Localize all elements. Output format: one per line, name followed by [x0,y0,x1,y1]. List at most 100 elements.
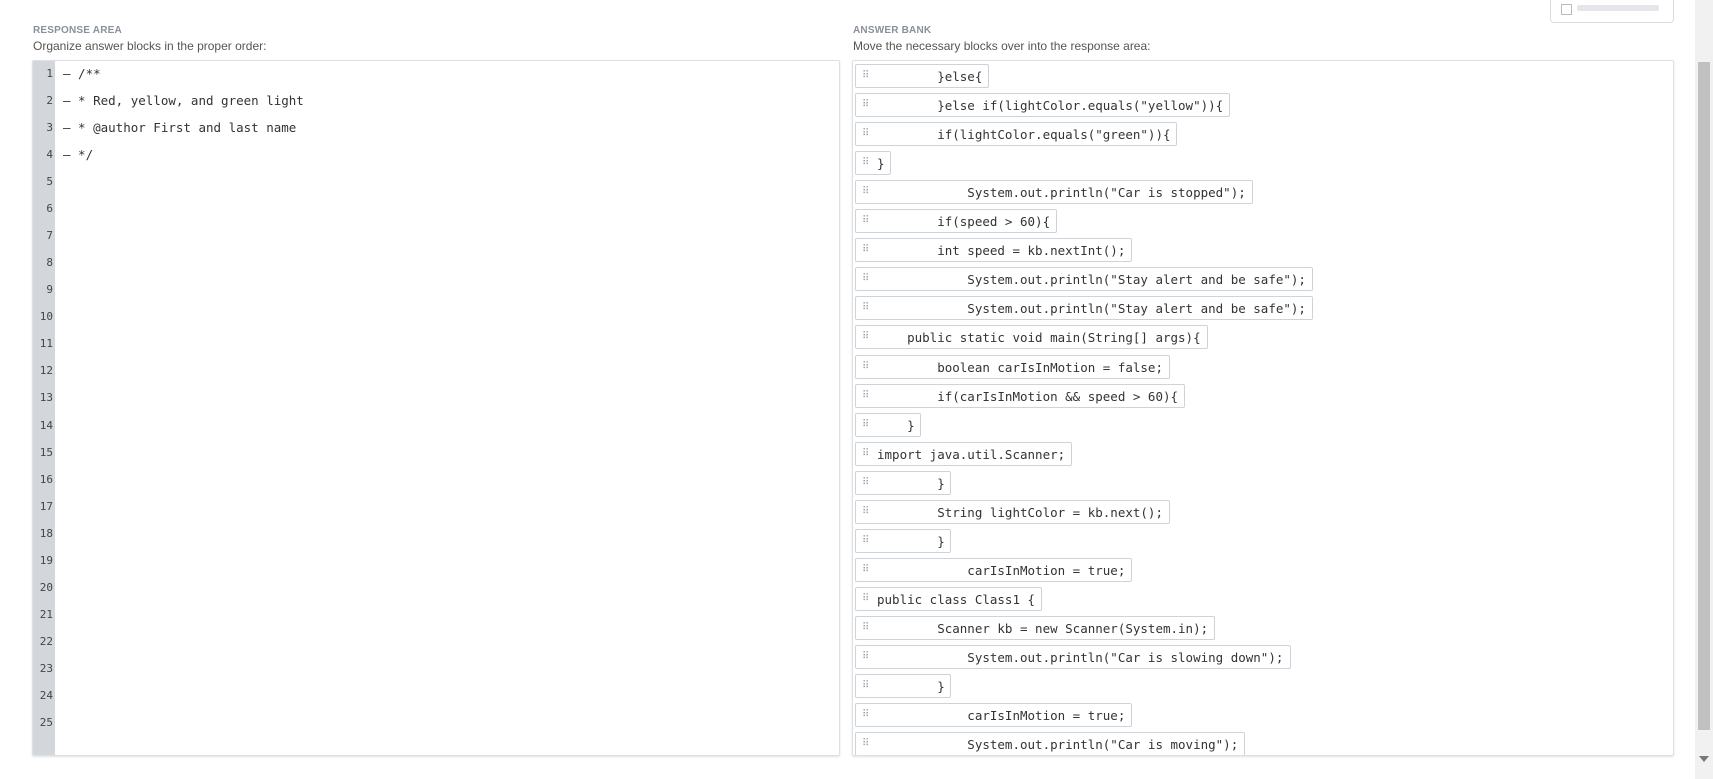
code-line[interactable]: 23 [33,656,839,683]
answer-block[interactable]: ⠿ } [855,412,921,437]
exit-fullscreen-button[interactable] [1550,0,1674,23]
page-scrollbar[interactable] [1695,0,1713,779]
answer-block[interactable]: ⠿ System.out.println("Car is slowing dow… [855,645,1291,669]
drag-grip-icon[interactable]: ⠿ [862,99,870,111]
line-number: 3 [46,121,53,135]
line-number: 12 [39,364,53,378]
answer-block[interactable]: ⠿ } [855,674,951,699]
line-number: 14 [39,418,53,432]
drag-grip-icon[interactable]: ⠿ [862,621,870,633]
code-line[interactable]: 9 [33,277,839,304]
code-line[interactable]: 19 [33,548,839,575]
answer-block-code: if(speed > 60){ [877,214,1051,230]
code-line[interactable]: 7 [33,223,839,250]
answer-block[interactable]: ⠿ boolean carIsInMotion = false; [855,354,1170,379]
drag-grip-icon[interactable]: ⠿ [862,389,870,401]
drag-grip-icon[interactable]: ⠿ [862,476,870,488]
drag-grip-icon[interactable]: ⠿ [862,563,870,575]
drag-grip-icon[interactable]: ⠿ [862,302,870,314]
drag-grip-icon[interactable]: ⠿ [862,215,870,227]
answer-block[interactable]: ⠿} [855,151,891,176]
line-number: 6 [46,202,53,216]
answer-block[interactable]: ⠿ Scanner kb = new Scanner(System.in); [855,615,1215,640]
scroll-down-arrow-icon[interactable] [1699,756,1709,762]
drag-grip-icon[interactable]: ⠿ [862,273,870,285]
code-line[interactable]: 11 [33,331,839,358]
answer-block[interactable]: ⠿ int speed = kb.nextInt(); [855,238,1132,263]
answer-block[interactable]: ⠿ carIsInMotion = true; [855,703,1132,728]
drag-grip-icon[interactable]: ⠿ [862,534,870,546]
code-line[interactable]: 18 [33,521,839,548]
answer-block-code: } [877,533,945,549]
answer-block-code: carIsInMotion = true; [877,562,1126,578]
code-line[interactable]: 6 [33,196,839,223]
drag-grip-icon[interactable]: ⠿ [862,157,870,169]
code-line[interactable]: 21 [33,602,839,629]
drag-grip-icon[interactable]: ⠿ [862,70,870,81]
answer-block-code: Scanner kb = new Scanner(System.in); [877,620,1209,636]
code-line[interactable]: 5 [33,169,839,196]
line-code: – */ [63,147,94,163]
answer-block[interactable]: ⠿ System.out.println("Car is moving"); [855,732,1245,755]
answer-block[interactable]: ⠿ String lightColor = kb.next(); [855,499,1170,524]
answer-block[interactable]: ⠿ } [855,470,951,495]
code-line[interactable]: 14 [33,413,839,440]
line-number: 5 [46,175,53,189]
answer-block[interactable]: ⠿ } [855,528,951,553]
answer-block-code: System.out.println("Stay alert and be sa… [877,301,1306,317]
line-number: 21 [39,607,53,621]
code-line[interactable]: 10 [33,304,839,331]
code-line[interactable]: 15 [33,440,839,467]
answer-bank-title: ANSWER BANK [853,25,932,36]
answer-block[interactable]: ⠿ if(speed > 60){ [855,209,1057,234]
answer-block[interactable]: ⠿ public class Class1 { [855,586,1042,611]
answer-block-code: }else if(lightColor.equals("yellow")){ [877,98,1224,114]
code-line[interactable]: 13 [33,385,839,412]
line-number: 20 [39,580,53,594]
answer-block[interactable]: ⠿ System.out.println("Stay alert and be … [855,267,1313,292]
line-number: 17 [39,499,53,513]
code-line[interactable]: 2– * Red, yellow, and green light [33,88,839,115]
scrollbar-thumb[interactable] [1698,62,1710,730]
drag-grip-icon[interactable]: ⠿ [862,186,870,198]
line-number: 15 [39,445,53,459]
answer-block-code: System.out.println("Car is stopped"); [877,185,1246,201]
code-line[interactable]: 12 [33,358,839,385]
answer-block[interactable]: ⠿ }else if(lightColor.equals("yellow")){ [855,93,1230,118]
code-line[interactable]: 22 [33,629,839,656]
answer-block[interactable]: ⠿import java.util.Scanner; [855,441,1072,466]
code-line[interactable]: 20 [33,575,839,602]
code-line[interactable]: 3– * @author First and last name [33,115,839,142]
code-line[interactable]: 16 [33,467,839,494]
drag-grip-icon[interactable]: ⠿ [862,244,870,256]
drag-grip-icon[interactable]: ⠿ [862,592,870,604]
drag-grip-icon[interactable]: ⠿ [862,709,870,721]
answer-block[interactable]: ⠿ }else{ [855,64,989,88]
line-number: 22 [39,634,53,648]
answer-bank[interactable]: ⠿ }else{⠿ }else if(lightColor.equals("ye… [852,60,1674,756]
drag-grip-icon[interactable]: ⠿ [862,447,870,459]
code-line[interactable]: 24 [33,683,839,710]
answer-block[interactable]: ⠿ System.out.println("Car is stopped"); [855,180,1253,205]
drag-grip-icon[interactable]: ⠿ [862,680,870,692]
drag-grip-icon[interactable]: ⠿ [862,505,870,517]
drag-grip-icon[interactable]: ⠿ [862,738,870,750]
code-line[interactable]: 4– */ [33,142,839,169]
drag-grip-icon[interactable]: ⠿ [862,128,870,140]
code-line[interactable]: 1– /** [33,61,839,88]
drag-grip-icon[interactable]: ⠿ [862,418,870,430]
answer-block[interactable]: ⠿ if(lightColor.equals("green")){ [855,122,1177,147]
drag-grip-icon[interactable]: ⠿ [862,331,870,343]
answer-block[interactable]: ⠿ public static void main(String[] args)… [855,325,1208,350]
answer-block[interactable]: ⠿ carIsInMotion = true; [855,557,1132,582]
code-line[interactable]: 8 [33,250,839,277]
line-number: 19 [39,553,53,567]
answer-block[interactable]: ⠿ if(carIsInMotion && speed > 60){ [855,383,1185,408]
code-line[interactable]: 17 [33,494,839,521]
drag-grip-icon[interactable]: ⠿ [862,651,870,662]
code-line[interactable]: 25 [33,710,839,737]
drag-grip-icon[interactable]: ⠿ [862,360,870,372]
answer-block-code: public class Class1 { [877,591,1036,607]
answer-block[interactable]: ⠿ System.out.println("Stay alert and be … [855,296,1313,321]
